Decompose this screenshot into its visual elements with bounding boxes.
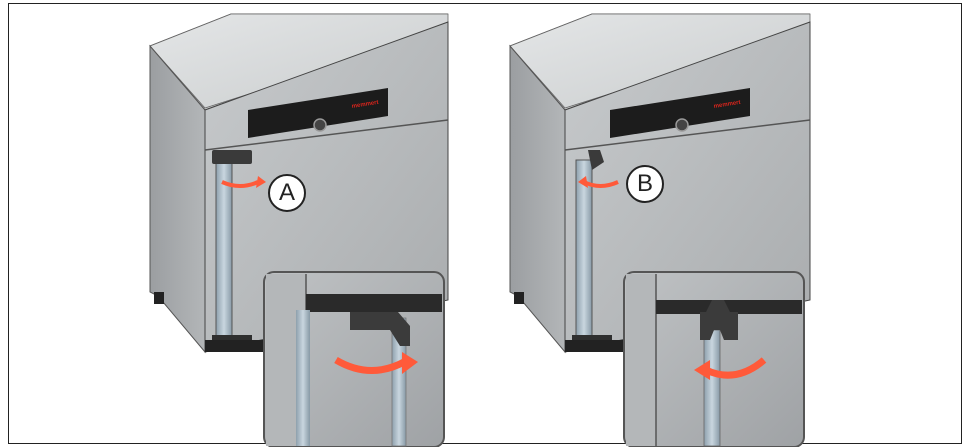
foot (565, 340, 625, 352)
control-knob (314, 119, 326, 131)
foot (154, 292, 164, 304)
foot (514, 292, 524, 304)
detail-inset-b (624, 272, 804, 447)
door-handle-bar (216, 160, 232, 340)
foot (205, 340, 265, 352)
control-knob (676, 119, 688, 131)
callout-label-a: A (268, 174, 306, 212)
detail-inset-a (264, 272, 444, 447)
callout-label-b: B (626, 165, 664, 203)
door-handle-bar (576, 160, 592, 340)
